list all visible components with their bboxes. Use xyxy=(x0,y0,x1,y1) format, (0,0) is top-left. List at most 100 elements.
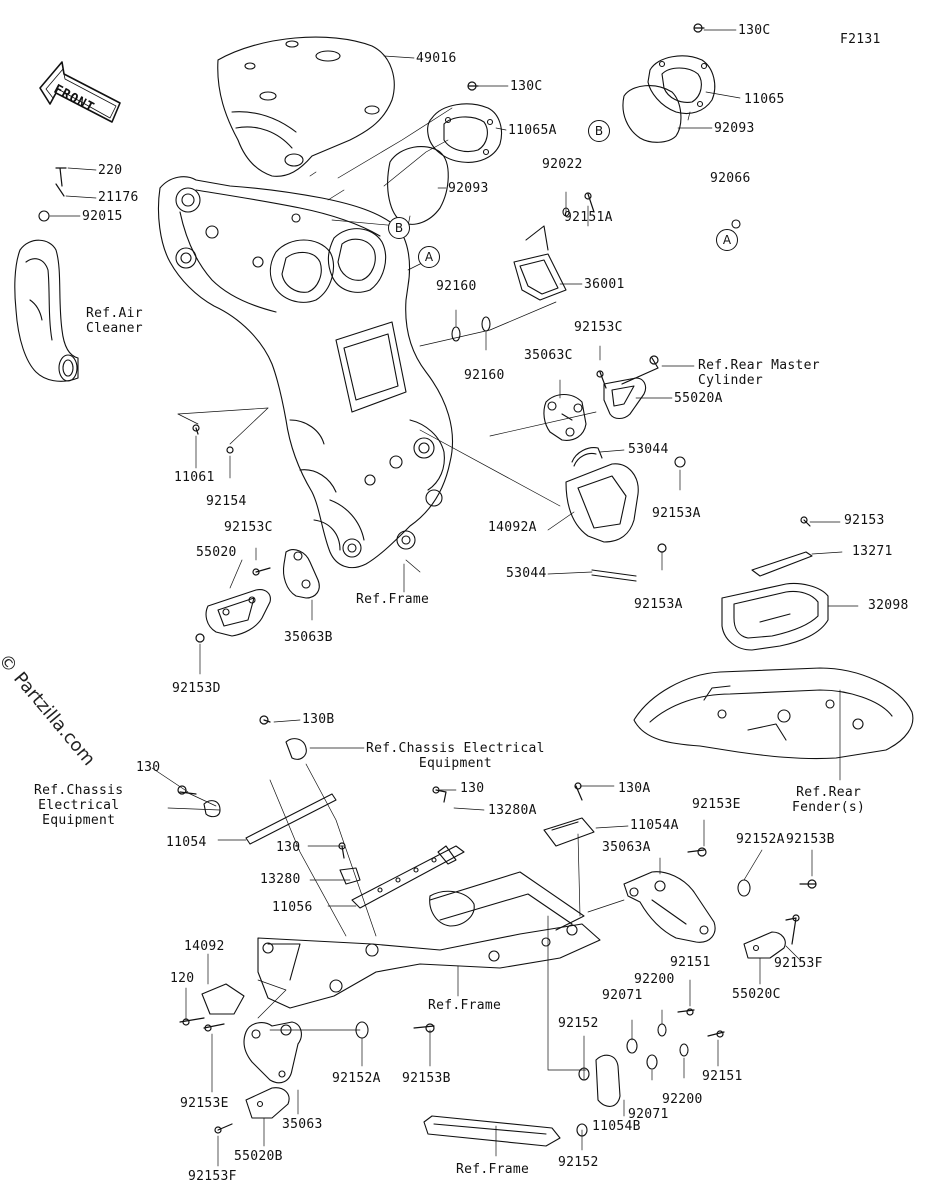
callout-b-right: B xyxy=(588,120,610,142)
part-92153F-left: 92153F xyxy=(188,1169,237,1184)
bracket-35063B xyxy=(282,549,320,599)
part-92152A-right: 92152A xyxy=(736,832,785,847)
part-92153A-a: 92153A xyxy=(652,506,701,521)
part-92015: 92015 xyxy=(82,209,123,224)
part-130-left: 130 xyxy=(136,760,161,775)
part-92153D: 92153D xyxy=(172,681,221,696)
part-92153A-b: 92153A xyxy=(634,597,683,612)
part-11054A: 11054A xyxy=(630,818,679,833)
strap-13271 xyxy=(751,551,813,577)
bolts xyxy=(55,23,817,1134)
part-92153B-right: 92153B xyxy=(786,832,835,847)
plate-11054A xyxy=(543,817,595,847)
part-92151-a: 92151 xyxy=(670,955,711,970)
part-92154: 92154 xyxy=(206,494,247,509)
part-92071-a: 92071 xyxy=(602,988,643,1003)
part-92093-right: 92093 xyxy=(714,121,755,136)
part-55020A: 55020A xyxy=(674,391,723,406)
callout-a-right: A xyxy=(716,229,738,251)
part-11056: 11056 xyxy=(272,900,313,915)
ref-air-cleaner: Ref.Air Cleaner xyxy=(86,306,143,336)
part-92153: 92153 xyxy=(844,513,885,528)
part-35063A: 35063A xyxy=(602,840,651,855)
part-13280A: 13280A xyxy=(488,803,537,818)
part-92153E-right: 92153E xyxy=(692,797,741,812)
ref-chassis-electrical-left: Ref.Chassis Electrical Equipment xyxy=(34,783,124,828)
part-92200-b: 92200 xyxy=(662,1092,703,1107)
part-130C-mid: 130C xyxy=(510,79,543,94)
rod-11054 xyxy=(245,793,337,845)
part-92153F-right: 92153F xyxy=(774,956,823,971)
plate-36001 xyxy=(513,225,567,301)
box-32098 xyxy=(721,582,829,651)
part-55020C: 55020C xyxy=(732,987,781,1002)
part-11061: 11061 xyxy=(174,470,215,485)
part-130B: 130B xyxy=(302,712,335,727)
sub-frame xyxy=(257,871,601,1009)
part-92153C-right: 92153C xyxy=(574,320,623,335)
part-11054: 11054 xyxy=(166,835,207,850)
part-92152A-left: 92152A xyxy=(332,1071,381,1086)
cover-11065A xyxy=(387,103,503,225)
ref-frame-upper: Ref.Frame xyxy=(356,592,430,607)
part-130C-top: 130C xyxy=(738,23,771,38)
part-120: 120 xyxy=(170,971,195,986)
part-11065A: 11065A xyxy=(508,123,557,138)
hose-53044-lower xyxy=(591,569,637,577)
bracket-13280 xyxy=(339,867,361,885)
part-92160-a: 92160 xyxy=(436,279,477,294)
washers xyxy=(38,207,751,1137)
part-92153E-left: 92153E xyxy=(180,1096,229,1111)
ref-rear-master-cylinder: Ref.Rear Master Cylinder xyxy=(698,358,820,388)
part-92200-a: 92200 xyxy=(634,972,675,987)
part-220: 220 xyxy=(98,163,123,178)
part-92071-b: 92071 xyxy=(628,1107,669,1122)
part-11065: 11065 xyxy=(744,92,785,107)
guard-14092 xyxy=(201,983,245,1015)
bracket-55020 xyxy=(205,589,271,637)
part-92152-a: 92152 xyxy=(558,1016,599,1031)
part-92152-b: 92152 xyxy=(558,1155,599,1170)
bracket-35063C xyxy=(543,393,587,441)
ref-chassis-electrical-top: Ref.Chassis Electrical Equipment xyxy=(366,741,545,771)
part-35063C: 35063C xyxy=(524,348,573,363)
clip-top xyxy=(285,738,307,760)
part-11054B: 11054B xyxy=(592,1119,641,1134)
front-arrow-icon xyxy=(39,61,121,123)
rear-fender xyxy=(633,667,914,760)
bracket-35063 xyxy=(243,1021,302,1084)
part-92066: 92066 xyxy=(710,171,751,186)
bracket-55020C xyxy=(743,931,786,959)
air-cleaner-duct xyxy=(14,239,79,382)
cover-11065 xyxy=(622,55,716,143)
part-92022: 92022 xyxy=(542,157,583,172)
guard-14092A xyxy=(565,463,639,543)
clip-left xyxy=(203,800,221,818)
ref-rear-fenders: Ref.Rear Fender(s) xyxy=(792,785,866,815)
bracket-55020B xyxy=(245,1087,290,1119)
diagram-code: F2131 xyxy=(840,32,881,47)
part-53044-a: 53044 xyxy=(628,442,669,457)
plate-frame-bottom xyxy=(423,1115,561,1147)
part-49016: 49016 xyxy=(416,51,457,66)
ref-frame-middle: Ref.Frame xyxy=(428,998,502,1013)
part-14092: 14092 xyxy=(184,939,225,954)
part-130-low: 130 xyxy=(276,840,301,855)
part-32098: 32098 xyxy=(868,598,909,613)
callout-b-frame: B xyxy=(388,217,410,239)
part-36001: 36001 xyxy=(584,277,625,292)
part-92153C-left: 92153C xyxy=(224,520,273,535)
part-92151-b: 92151 xyxy=(702,1069,743,1084)
plate-11054B xyxy=(595,1054,621,1107)
callout-a-frame: A xyxy=(418,246,440,268)
strip-11056 xyxy=(351,845,465,909)
hose-53044-upper-inner xyxy=(573,452,597,467)
leader-lines xyxy=(49,29,859,1167)
bracket-35063A xyxy=(623,871,716,943)
part-21176: 21176 xyxy=(98,190,139,205)
cover-49016 xyxy=(217,36,395,177)
part-55020B: 55020B xyxy=(234,1149,283,1164)
part-55020: 55020 xyxy=(196,545,237,560)
part-130A: 130A xyxy=(618,781,651,796)
